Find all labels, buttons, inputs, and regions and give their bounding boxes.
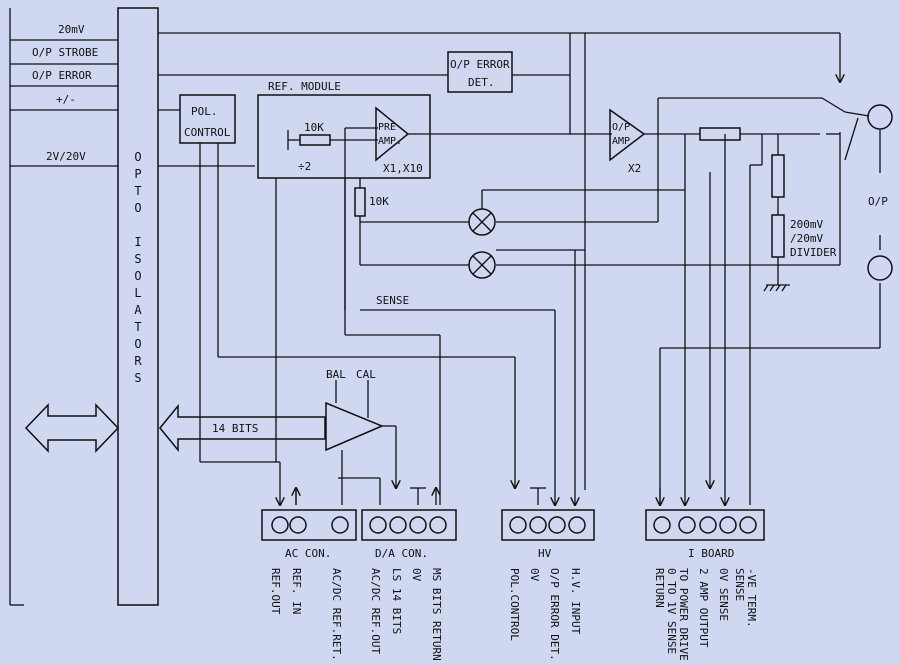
pol-control-label-1: POL. [191, 105, 218, 118]
pre-amp-gain-label: X1,X10 [383, 162, 423, 175]
bus-label-polarity: +/- [56, 93, 76, 106]
pre-amp-label-2: AMP. [378, 136, 402, 147]
ac-con-title: AC CON. [285, 547, 331, 560]
op-amp-label-1: O/P [612, 122, 630, 133]
ib-pin-power-drive: TO POWER DRIVE [677, 568, 690, 661]
ac-pin-ref-out: REF.OUT [269, 568, 282, 615]
hv-connector [501, 509, 595, 541]
ib-pin-ve-term: -VE TERM. [745, 568, 758, 628]
divider-label-1: 200mV [790, 218, 823, 231]
bus-label-op-strobe: O/P STROBE [32, 46, 98, 59]
op-amp-gain-label: X2 [628, 162, 641, 175]
op-error-det-block [447, 51, 513, 93]
bus-label-20mv: 20mV [58, 23, 85, 36]
r-10k-ref-label: 10K [304, 121, 324, 134]
bus-wires [158, 32, 840, 167]
iboard-con-title: I BOARD [688, 547, 734, 560]
mixer-upper [468, 208, 496, 236]
ref-module-block [257, 94, 431, 179]
r-10k-fb-label: 10K [369, 195, 389, 208]
da-connector [361, 509, 457, 541]
hv-pin-hv-input: H.V. INPUT [569, 568, 582, 635]
hv-pin-pol-control: POL.CONTROL [508, 568, 521, 641]
output-terminal-top [867, 104, 893, 130]
pre-amp-label-1: PRE [378, 122, 396, 133]
left-bus [9, 8, 118, 606]
cal-label: CAL [356, 368, 376, 381]
da-pin-0v: 0V [410, 568, 423, 582]
ac-connector [261, 509, 357, 541]
signal-wires [199, 33, 881, 505]
bal-label: BAL [326, 368, 346, 381]
divider-label-2: /20mV [790, 232, 823, 245]
da-con-title: D/A CON. [375, 547, 428, 560]
output-terminal-bottom [867, 255, 893, 281]
op-amp-label-2: AMP [612, 136, 630, 147]
sense-label: SENSE [376, 294, 409, 307]
ib-pin-return: RETURN [653, 568, 666, 608]
ref-module-internals [287, 127, 378, 310]
iboard-connector [645, 509, 765, 541]
opto-isolators-label: OPTO ISOLATORS [131, 150, 145, 388]
ref-module-label: REF. MODULE [268, 80, 341, 93]
op-error-det-label-2: DET. [468, 76, 495, 89]
ib-pin-sense: SENSE [733, 568, 746, 601]
div2-label: ÷2 [298, 160, 311, 173]
bus-label-op-error: O/P ERROR [32, 69, 92, 82]
bus-label-range: 2V/20V [46, 150, 86, 163]
da-pin-ms-bits: MS BITS RETURN [430, 568, 443, 661]
ac-pin-ref-in: REF. IN [290, 568, 303, 614]
ac-pin-ref-ret: AC/DC REF.RET. [330, 568, 343, 661]
pre-amp-triangle [375, 106, 410, 162]
ib-pin-0v-sense: 0V SENSE [717, 568, 730, 621]
ib-pin-sense-1v: 0 TO 1V SENSE [665, 568, 678, 654]
op-amp-triangle [609, 108, 646, 162]
pin-labels: REF.OUT REF. IN AC/DC REF.RET. AC/DC REF… [269, 568, 758, 661]
mixer-lower [468, 251, 496, 279]
hv-pin-error-det: O/P ERROR DET. [548, 568, 561, 661]
hv-con-title: HV [538, 547, 552, 560]
op-error-det-label-1: O/P ERROR [450, 58, 510, 71]
output-label: O/P [868, 195, 888, 208]
fourteen-bits-label: 14 BITS [212, 422, 258, 435]
pol-control-block [179, 94, 236, 144]
ib-pin-2amp: 2 AMP OUTPUT [697, 568, 710, 648]
fourteen-bits-arrow [159, 403, 326, 453]
hv-pin-0v: 0V [528, 568, 541, 582]
left-data-arrow [24, 403, 120, 453]
da-pin-ref-out: AC/DC REF.OUT [369, 568, 382, 654]
opto-isolators-block [117, 7, 159, 606]
da-pin-ls-bits: LS 14 BITS [390, 568, 403, 634]
divider-label-3: DIVIDER [790, 246, 837, 259]
pol-control-label-2: CONTROL [184, 126, 231, 139]
